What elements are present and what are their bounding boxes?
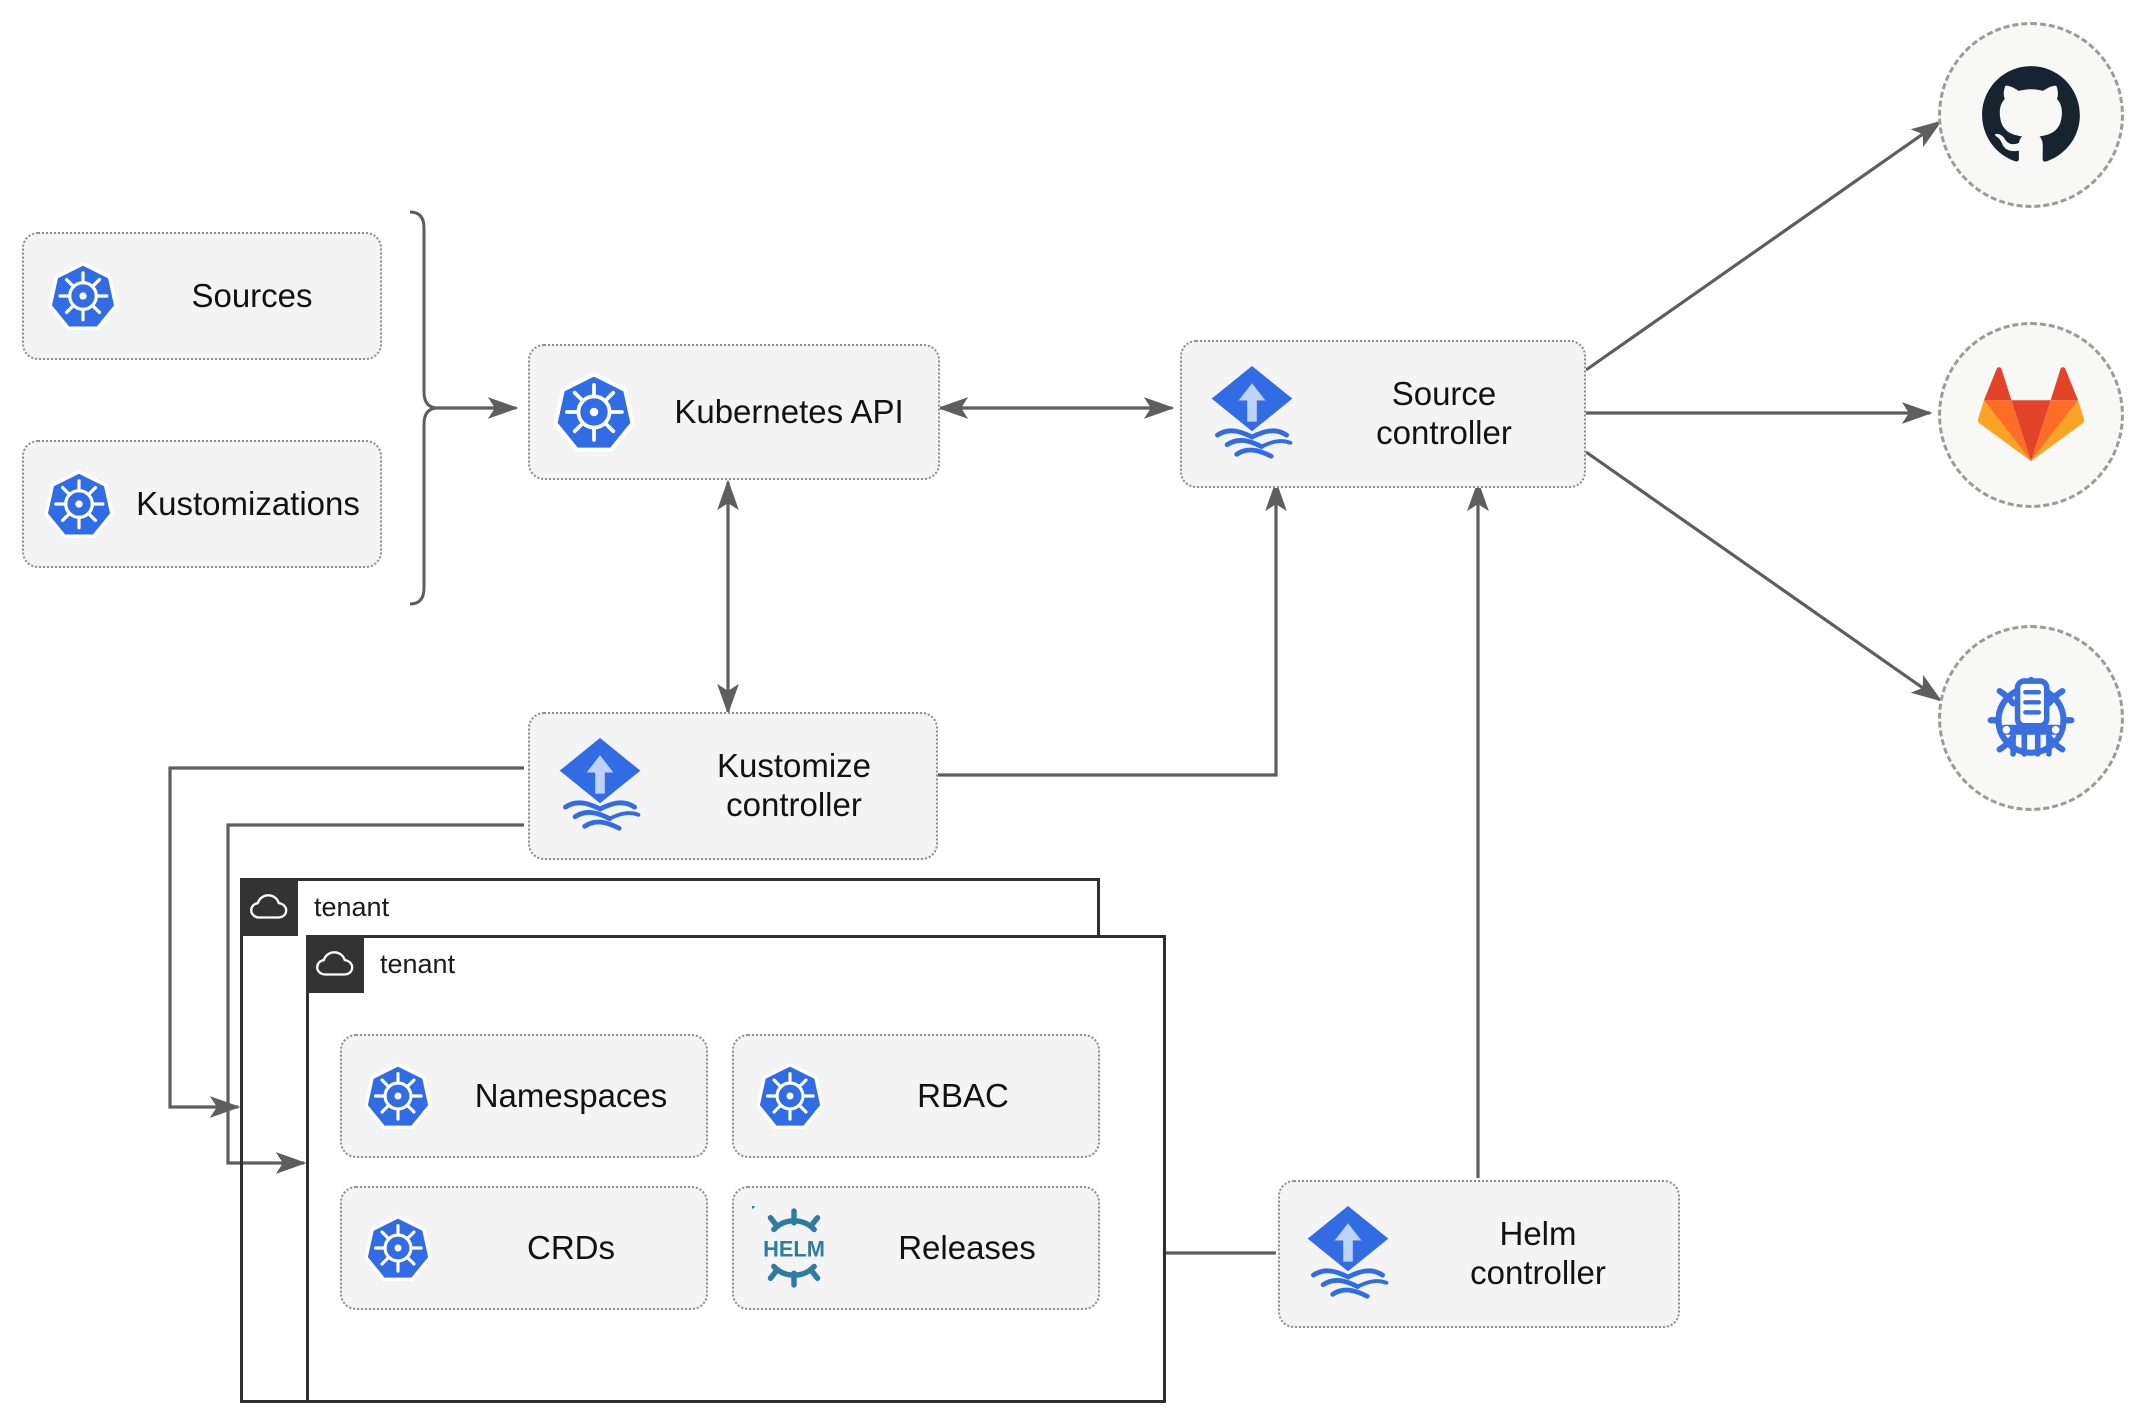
- flux-icon: [1182, 362, 1322, 466]
- kubernetes-icon: [530, 371, 658, 453]
- node-label: Namespaces: [474, 1076, 668, 1114]
- helm-icon: HELM: [734, 1206, 854, 1290]
- node-kubernetes-api[interactable]: Kubernetes API: [528, 344, 940, 480]
- node-namespaces[interactable]: Namespaces: [340, 1034, 708, 1158]
- cloud-icon: [240, 878, 298, 936]
- node-helm-controller[interactable]: Helm controller: [1278, 1180, 1680, 1328]
- tenant-tab-inner: tenant: [306, 935, 455, 993]
- kubernetes-icon: [342, 1062, 454, 1130]
- node-source-controller[interactable]: Source controller: [1180, 340, 1586, 488]
- provider-bucket[interactable]: [1938, 625, 2124, 811]
- node-label: Sources: [191, 276, 313, 314]
- gitlab-icon: [1977, 367, 2085, 462]
- kubernetes-icon: [734, 1062, 846, 1130]
- edge-source-to-bucket: [1585, 450, 1943, 702]
- provider-gitlab[interactable]: [1938, 322, 2124, 508]
- kubernetes-icon: [342, 1214, 454, 1282]
- kubernetes-icon: [24, 469, 134, 539]
- kubernetes-icon: [24, 261, 142, 331]
- node-label: Kubernetes API: [674, 392, 904, 430]
- bucket-icon: [1987, 676, 2075, 757]
- flux-icon: [1280, 1202, 1416, 1306]
- flux-icon: [530, 734, 670, 838]
- node-releases[interactable]: HELM Releases: [732, 1186, 1100, 1310]
- edge-source-to-github: [1585, 120, 1943, 372]
- node-label: CRDs: [527, 1228, 615, 1266]
- cloud-icon: [306, 935, 364, 993]
- node-crds[interactable]: CRDs: [340, 1186, 708, 1310]
- node-label: Helm controller: [1470, 1215, 1606, 1291]
- edge-kustomize-to-source: [938, 480, 1287, 777]
- edge-brace: [409, 210, 439, 606]
- node-label: Source controller: [1376, 375, 1512, 451]
- node-kustomize-controller[interactable]: Kustomize controller: [528, 712, 938, 860]
- tenant-label-inner: tenant: [380, 948, 456, 979]
- node-label: Kustomize controller: [716, 747, 872, 823]
- provider-github[interactable]: [1938, 22, 2124, 208]
- node-sources[interactable]: Sources: [22, 232, 382, 360]
- node-label: Kustomizations: [136, 484, 360, 522]
- node-label: RBAC: [917, 1076, 1009, 1114]
- node-rbac[interactable]: RBAC: [732, 1034, 1100, 1158]
- github-icon: [1982, 66, 2080, 162]
- node-label: Releases: [898, 1228, 1036, 1266]
- svg-text:HELM: HELM: [763, 1236, 825, 1261]
- tenant-frame-inner: tenant: [306, 935, 1166, 1403]
- tenant-tab-outer: tenant: [240, 878, 389, 936]
- tenant-label-outer: tenant: [314, 891, 390, 922]
- node-kustomizations[interactable]: Kustomizations: [22, 440, 382, 568]
